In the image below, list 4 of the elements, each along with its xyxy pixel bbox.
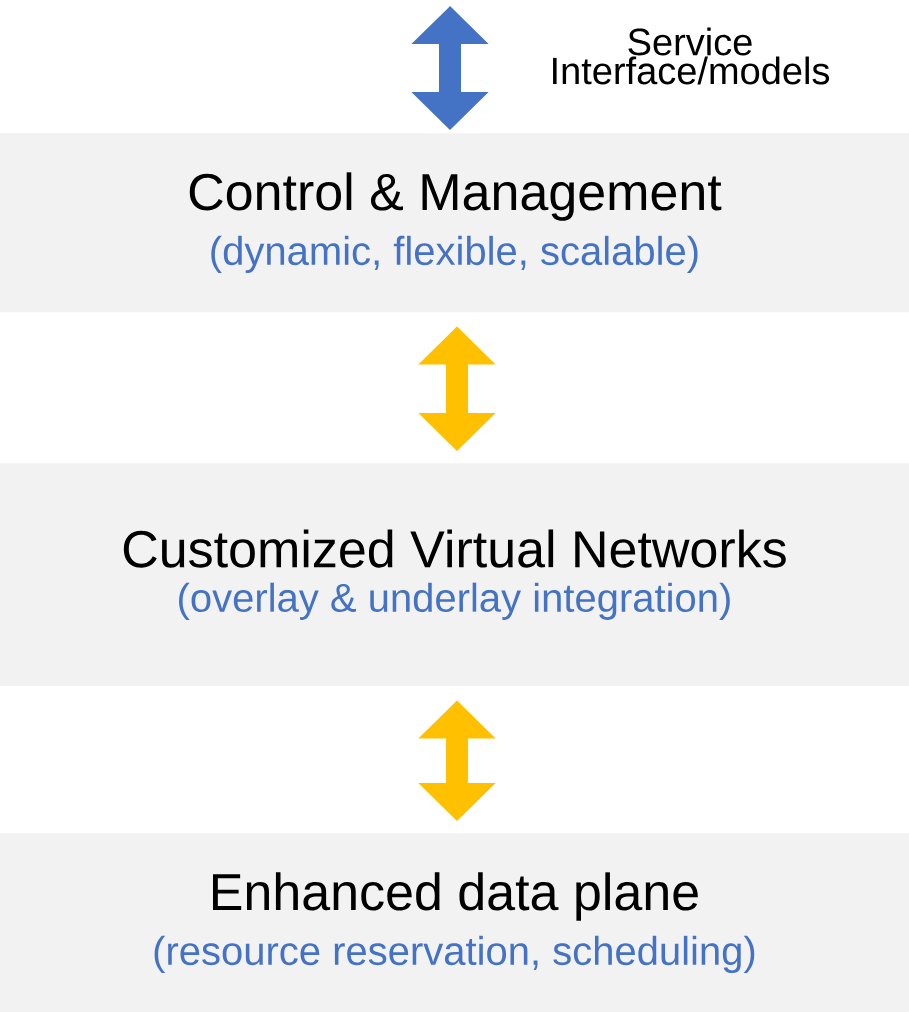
- layer-box: Enhanced data plane (resource reservation, scheduling): [0, 833, 909, 1012]
- edge-label: Service Interface/models: [553, 27, 830, 85]
- layer-box: Control & Management (dynamic, flexible, scalable): [0, 133, 909, 313]
- layer-box: Customized Virtual Networks (overlay & underlay integration): [0, 463, 909, 687]
